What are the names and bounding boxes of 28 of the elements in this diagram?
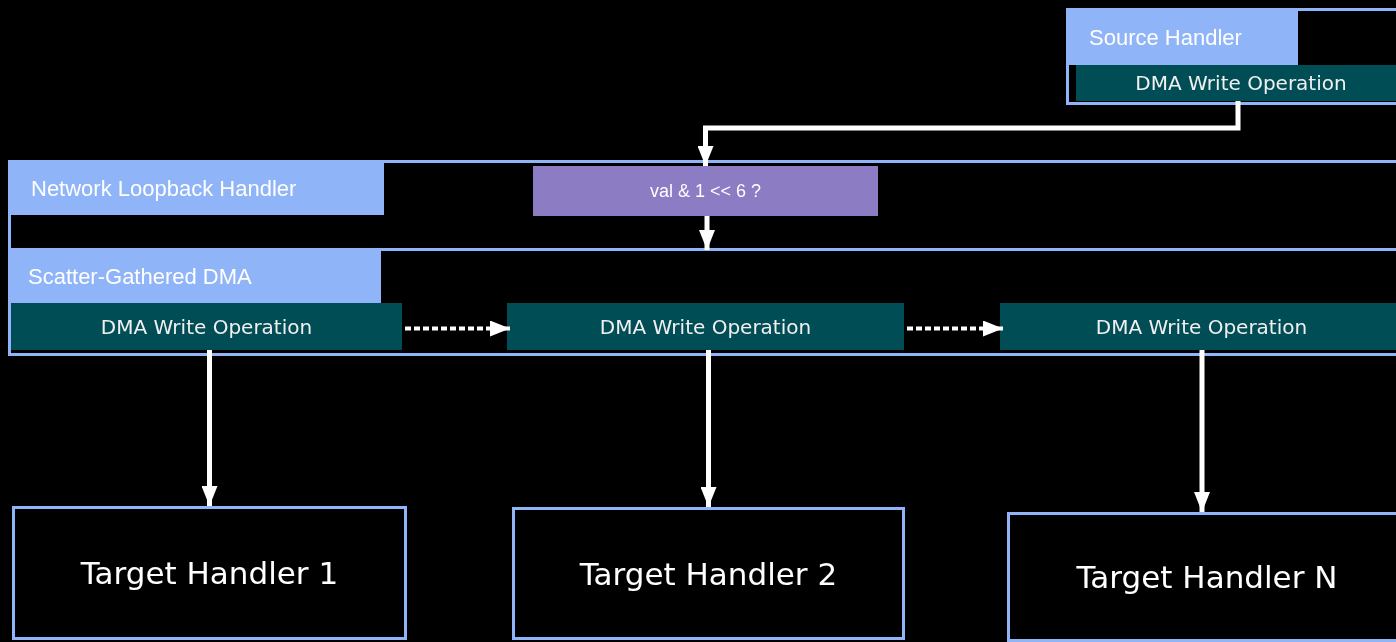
- arrow: [700, 350, 717, 507]
- node-label: DMA Write Operation: [1095, 314, 1308, 339]
- node-label: Target Handler 2: [579, 555, 838, 592]
- condition-box: [533, 166, 878, 216]
- operation-box: [1000, 303, 1396, 350]
- frame-heading: Source Handler: [1069, 11, 1298, 65]
- arrow: [1194, 350, 1210, 512]
- frame-heading: Network Loopback Handler: [11, 163, 384, 215]
- node-label: DMA Write Operation: [599, 314, 812, 339]
- operation-box: [507, 303, 904, 350]
- arrow: [699, 216, 715, 250]
- operation-box: [1076, 65, 1396, 101]
- node-label: val & 1 << 6 ?: [649, 180, 762, 202]
- node-label: DMA Write Operation: [1135, 71, 1347, 95]
- operation-box: [11, 303, 402, 350]
- frame-heading: Scatter-Gathered DMA: [8, 251, 381, 303]
- arrow: [907, 320, 1003, 337]
- arrow: [697, 101, 1241, 166]
- arrow: [201, 350, 218, 506]
- node-label: Target Handler N: [1076, 559, 1338, 595]
- handler-box: [1007, 512, 1396, 642]
- handler-box: [512, 507, 905, 640]
- handler-box: [12, 506, 407, 640]
- handler-frame: [8, 160, 1396, 356]
- handler-frame: [1066, 8, 1396, 105]
- node-label: DMA Write Operation: [100, 314, 313, 339]
- arrow: [405, 320, 510, 337]
- node-label: Target Handler 1: [80, 555, 339, 591]
